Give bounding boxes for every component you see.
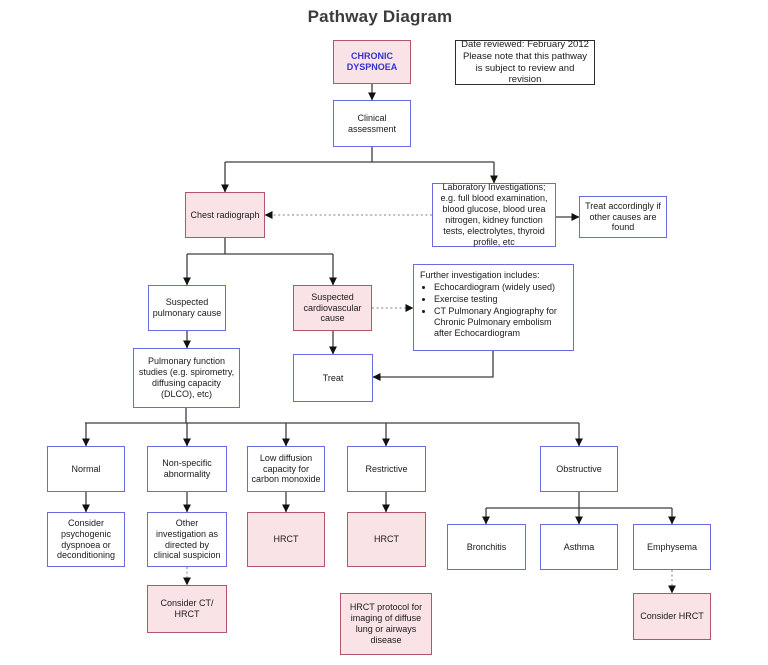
further-investigation-heading: Further investigation includes: <box>420 270 540 280</box>
node-pulmonary-function-studies: Pulmonary function studies (e.g. spirome… <box>133 348 240 408</box>
edge-clinical-split <box>225 147 494 163</box>
node-nonspecific-abnormality: Non-specific abnormality <box>147 446 227 492</box>
edge-obstructive-bus <box>486 492 672 509</box>
node-laboratory-investigations: Laboratory Investigations; e.g. full blo… <box>432 182 556 247</box>
node-consider-ct-hrct: Consider CT/ HRCT <box>147 585 227 633</box>
further-investigation-list: Echocardiogram (widely used) Exercise te… <box>420 282 569 340</box>
node-treat: Treat <box>293 354 373 402</box>
node-other-investigation: Other investigation as directed by clini… <box>147 512 227 567</box>
node-psychogenic: Consider psychogenic dyspnoea or decondi… <box>47 512 125 567</box>
node-chronic-dyspnoea: CHRONIC DYSPNOEA <box>333 40 411 84</box>
review-note: Date reviewed: February 2012 Please note… <box>455 39 595 85</box>
edge-pfs-bus <box>85 408 579 424</box>
node-treat-accordingly: Treat accordingly if other causes are fo… <box>579 196 667 238</box>
node-further-investigation: Further investigation includes: Echocard… <box>413 264 574 351</box>
further-investigation-item: CT Pulmonary Angiography for Chronic Pul… <box>434 306 569 339</box>
node-suspected-cardiovascular: Suspected cardiovascular cause <box>293 285 372 331</box>
node-consider-hrct: Consider HRCT <box>633 593 711 640</box>
node-normal: Normal <box>47 446 125 492</box>
edge-chest-split <box>187 238 333 255</box>
node-clinical-assessment: Clinical assessment <box>333 100 411 147</box>
further-investigation-item: Echocardiogram (widely used) <box>434 282 569 293</box>
node-hrct-protocol: HRCT protocol for imaging of diffuse lun… <box>340 593 432 655</box>
edge-further-to-treat <box>372 351 494 381</box>
node-obstructive: Obstructive <box>540 446 618 492</box>
node-chest-radiograph: Chest radiograph <box>185 192 265 238</box>
node-emphysema: Emphysema <box>633 524 711 570</box>
node-low-diffusion: Low diffusion capacity for carbon monoxi… <box>247 446 325 492</box>
node-restrictive: Restrictive <box>347 446 426 492</box>
further-investigation-item: Exercise testing <box>434 294 569 305</box>
node-hrct-low-diffusion: HRCT <box>247 512 325 567</box>
page-title: Pathway Diagram <box>307 7 453 26</box>
node-bronchitis: Bronchitis <box>447 524 526 570</box>
node-asthma: Asthma <box>540 524 618 570</box>
node-suspected-pulmonary: Suspected pulmonary cause <box>148 285 226 331</box>
node-hrct-restrictive: HRCT <box>347 512 426 567</box>
